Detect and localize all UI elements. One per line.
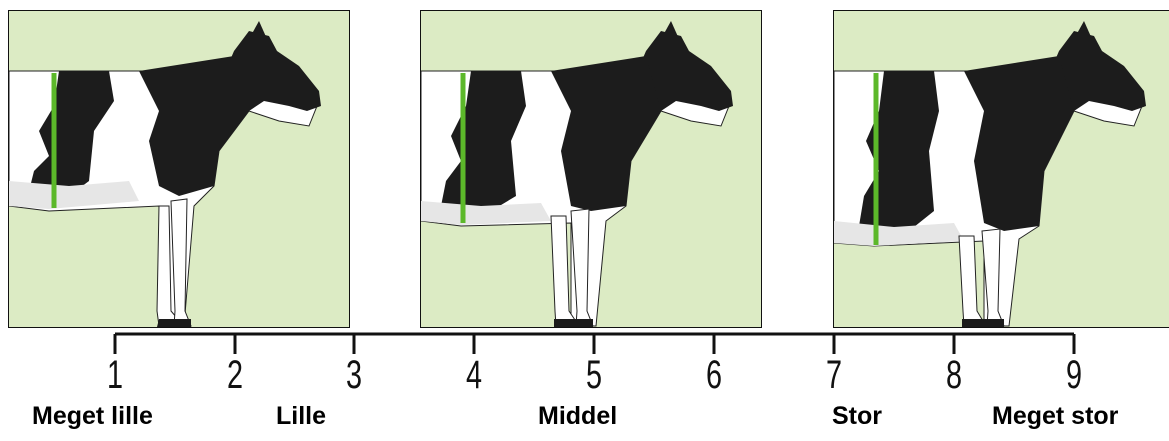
cow-panel-middel [420,10,762,328]
tick-label-8: 8 [945,353,963,397]
tick-label-7: 7 [825,353,843,397]
tick-label-5: 5 [585,353,603,397]
category-label-meget-stor: Meget stor [992,402,1119,430]
tick-label-3: 3 [345,353,363,397]
tick-label-9: 9 [1065,353,1083,397]
cow-illustration-small-body [9,21,321,327]
tick-label-4: 4 [465,353,483,397]
category-label-lille: Lille [276,402,327,430]
tick-label-1: 1 [106,353,124,397]
category-label-stor: Stor [832,402,882,430]
tick-label-2: 2 [226,353,244,397]
cow-illustration-medium-body [421,21,733,327]
tick-label-6: 6 [705,353,723,397]
cow-panel-meget-stor [833,10,1169,328]
category-label-meget-lille: Meget lille [32,402,153,430]
rating-scale-axis [113,332,1076,354]
category-label-middel: Middel [538,402,618,430]
cow-illustration-large-body [834,21,1146,327]
cow-panel-meget-lille [8,10,350,328]
